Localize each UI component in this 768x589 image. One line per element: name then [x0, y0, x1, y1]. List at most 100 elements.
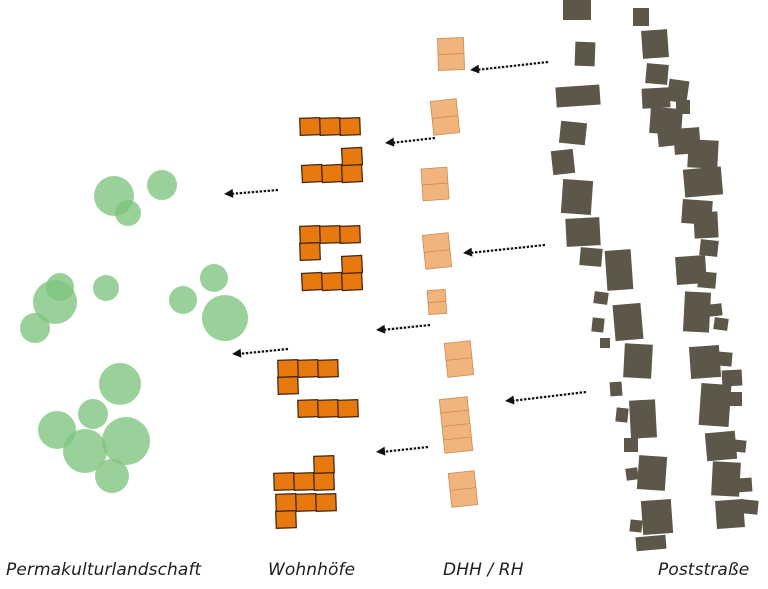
tree-13 — [63, 429, 107, 473]
existing-building-19 — [625, 467, 639, 481]
existing-building-14 — [609, 381, 623, 397]
existing-building-13 — [623, 343, 653, 379]
existing-building-26 — [641, 87, 671, 109]
tree-4 — [46, 273, 74, 301]
dotted-left-arrow-icon — [376, 445, 429, 456]
courtyard-a-top-unit-0 — [299, 116, 321, 137]
label-permakulturlandschaft: Permakulturlandschaft — [6, 560, 202, 580]
existing-building-4 — [550, 148, 576, 176]
existing-building-27 — [649, 106, 683, 136]
existing-building-51 — [715, 499, 745, 529]
existing-building-52 — [741, 499, 759, 515]
dhh-house-0 — [437, 37, 465, 71]
label-wohnhoefe: Wohnhöfe — [268, 560, 356, 580]
existing-building-21 — [629, 519, 643, 533]
dhh-house-3 — [421, 232, 453, 270]
existing-building-33 — [682, 166, 724, 198]
existing-building-36 — [699, 239, 719, 257]
existing-building-20 — [640, 498, 674, 536]
wohnhoefe-courtyards — [273, 116, 364, 530]
existing-building-46 — [728, 392, 742, 406]
existing-building-39 — [682, 291, 712, 333]
dhh-house-1 — [429, 98, 461, 136]
courtyard-d-bottom-unit-0 — [275, 492, 297, 513]
tree-6 — [20, 313, 50, 343]
dhh-house-5 — [443, 340, 475, 378]
courtyard-a-bottom-unit-1 — [320, 163, 344, 184]
courtyard-c-top-unit-0 — [277, 358, 299, 379]
dotted-left-arrow-icon — [470, 60, 549, 74]
existing-building-48 — [731, 439, 747, 453]
courtyard-c-bottom-unit-0 — [297, 398, 319, 419]
existing-building-7 — [579, 247, 603, 267]
courtyard-a-bottom-unit-top — [340, 146, 364, 167]
courtyard-b-top-unit-1 — [319, 224, 341, 245]
tree-1 — [147, 170, 177, 200]
courtyard-b-bottom-unit-2 — [340, 271, 364, 292]
existing-building-41 — [713, 317, 729, 331]
dhh-house-4 — [426, 288, 448, 316]
dhh-house-2 — [420, 166, 450, 202]
existing-building-8 — [604, 249, 634, 291]
existing-building-18 — [636, 455, 668, 491]
courtyard-b-bottom-unit-0 — [300, 271, 324, 292]
courtyard-c-top-unit-2 — [317, 358, 339, 379]
existing-building-49 — [711, 461, 741, 497]
tree-9 — [202, 295, 248, 341]
existing-building-47 — [704, 430, 738, 462]
existing-building-43 — [715, 351, 733, 367]
courtyard-c-bottom-unit-2 — [337, 398, 359, 419]
existing-building-5 — [560, 178, 594, 216]
existing-building-45 — [698, 383, 732, 427]
poststrasse-existing-buildings — [550, 0, 759, 552]
existing-building-42 — [688, 344, 722, 380]
courtyard-b-top-unit-bottom — [299, 241, 321, 262]
courtyard-d-top-unit-0 — [273, 471, 295, 492]
existing-building-17 — [624, 438, 638, 452]
courtyard-b-bottom-unit-top — [340, 254, 364, 275]
dhh-rh-houses — [420, 37, 479, 508]
permakultur-trees — [20, 170, 248, 493]
dotted-left-arrow-icon — [232, 347, 289, 358]
existing-building-38 — [697, 271, 717, 289]
courtyard-b-top-unit-0 — [299, 224, 321, 245]
tree-15 — [95, 459, 129, 493]
existing-building-23 — [633, 8, 649, 26]
tree-11 — [78, 399, 108, 429]
courtyard-d-top-unit-2 — [313, 471, 335, 492]
tree-14 — [102, 417, 150, 465]
courtyard-d-bottom-unit-2 — [315, 492, 337, 513]
tree-5 — [93, 275, 119, 301]
courtyard-a-bottom-unit-2 — [340, 163, 364, 184]
existing-building-16 — [615, 407, 629, 423]
tree-10 — [99, 363, 141, 405]
courtyard-d-top-unit-top — [313, 454, 335, 475]
dotted-left-arrow-icon — [376, 323, 431, 334]
existing-building-6 — [565, 217, 601, 247]
existing-building-3 — [558, 120, 588, 146]
existing-building-35 — [693, 211, 719, 239]
courtyard-c-top-unit-bottom — [277, 375, 299, 396]
courtyard-c-top-unit-1 — [297, 358, 319, 379]
dhh-house-7 — [447, 470, 479, 508]
transition-arrows — [224, 60, 587, 456]
existing-building-24 — [641, 29, 669, 59]
courtyard-c-bottom-unit-1 — [317, 398, 339, 419]
existing-building-12 — [600, 338, 610, 348]
courtyard-a-bottom-unit-0 — [300, 163, 324, 184]
dotted-left-arrow-icon — [385, 136, 436, 147]
existing-building-0 — [563, 0, 591, 20]
existing-building-44 — [721, 369, 743, 387]
existing-building-11 — [591, 317, 605, 333]
dhh-house-6 — [438, 396, 474, 454]
courtyard-b-bottom-unit-1 — [320, 271, 344, 292]
dotted-left-arrow-icon — [224, 188, 279, 198]
tree-8 — [169, 286, 197, 314]
existing-building-32 — [687, 139, 719, 169]
courtyard-b-top-unit-2 — [339, 224, 361, 245]
courtyard-a-top-unit-1 — [319, 116, 341, 137]
dotted-left-arrow-icon — [463, 243, 546, 257]
existing-building-25 — [645, 63, 669, 85]
existing-building-15 — [629, 399, 657, 439]
existing-building-2 — [555, 84, 601, 108]
